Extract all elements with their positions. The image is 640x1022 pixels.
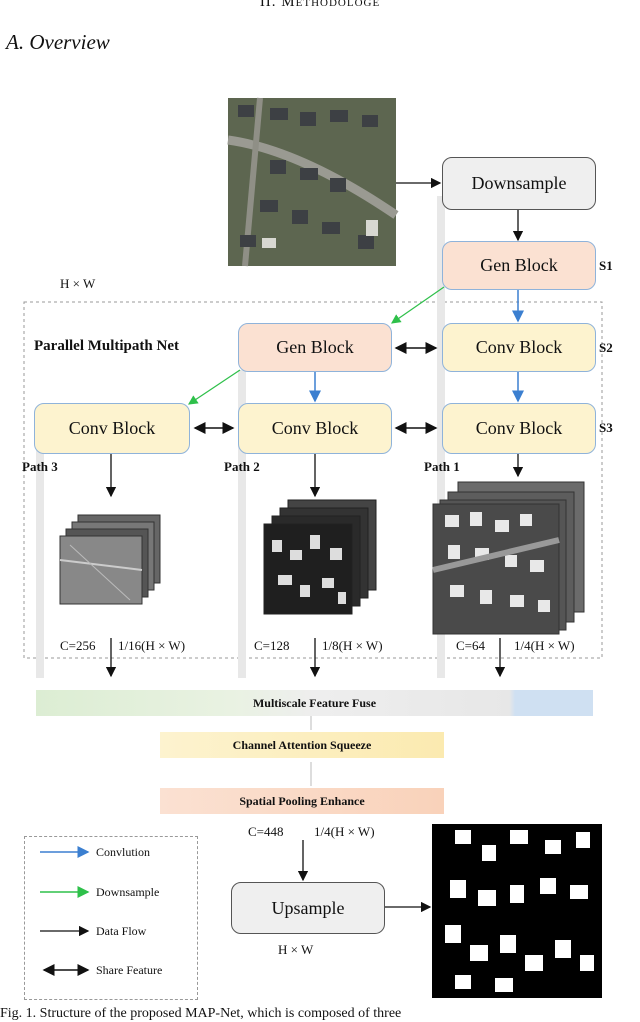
conv-block-path2: Conv Block — [238, 403, 392, 454]
stage-s3-label: S3 — [599, 420, 613, 435]
output-segmentation-mask — [432, 824, 602, 998]
legend-box — [24, 836, 198, 1000]
output-resolution: 1/4(H × W) — [314, 824, 375, 839]
subsection-heading: A. Overview — [6, 30, 110, 54]
legend-convolution: Convlution — [96, 845, 151, 859]
gen-block-s1: Gen Block — [442, 241, 596, 290]
feature-map-path2 — [263, 499, 377, 615]
feature-map-path3 — [59, 514, 161, 605]
path2-label: Path 2 — [224, 459, 260, 474]
legend-share-feature: Share Feature — [96, 963, 163, 977]
path1-label: Path 1 — [424, 459, 460, 474]
conv-block-s2: Conv Block — [442, 323, 596, 372]
multiscale-feature-fuse-bar: Multiscale Feature Fuse — [36, 690, 593, 716]
downsample-block: Downsample — [442, 157, 596, 210]
stage-s1-label: S1 — [599, 258, 613, 273]
path1-resolution: 1/4(H × W) — [514, 638, 575, 653]
conv-block-path1: Conv Block — [442, 403, 596, 454]
path1-channels: C=64 — [456, 638, 486, 653]
section-heading: II. Methodologe — [259, 0, 381, 10]
upsample-block: Upsample — [231, 882, 385, 934]
path3-channels: C=256 — [60, 638, 96, 653]
legend-data-flow: Data Flow — [96, 924, 147, 938]
channel-attention-bar: Channel Attention Squeeze — [160, 732, 444, 758]
gen-block-path2: Gen Block — [238, 323, 392, 372]
figure-caption: Fig. 1. Structure of the proposed MAP-Ne… — [0, 1006, 402, 1021]
output-channels: C=448 — [248, 824, 284, 839]
parallel-multipath-label: Parallel Multipath Net — [34, 338, 179, 354]
conv-block-path3: Conv Block — [34, 403, 190, 454]
path2-resolution: 1/8(H × W) — [322, 638, 383, 653]
input-aerial-image — [227, 97, 399, 267]
path2-channels: C=128 — [254, 638, 290, 653]
path3-resolution: 1/16(H × W) — [118, 638, 186, 653]
spatial-pooling-bar: Spatial Pooling Enhance — [160, 788, 444, 814]
output-size-label: H × W — [278, 942, 314, 957]
legend-downsample: Downsample — [96, 885, 160, 899]
path3-label: Path 3 — [22, 459, 58, 474]
input-size-label: H × W — [60, 276, 96, 291]
feature-map-path1 — [432, 481, 585, 635]
stage-s2-label: S2 — [599, 340, 613, 355]
